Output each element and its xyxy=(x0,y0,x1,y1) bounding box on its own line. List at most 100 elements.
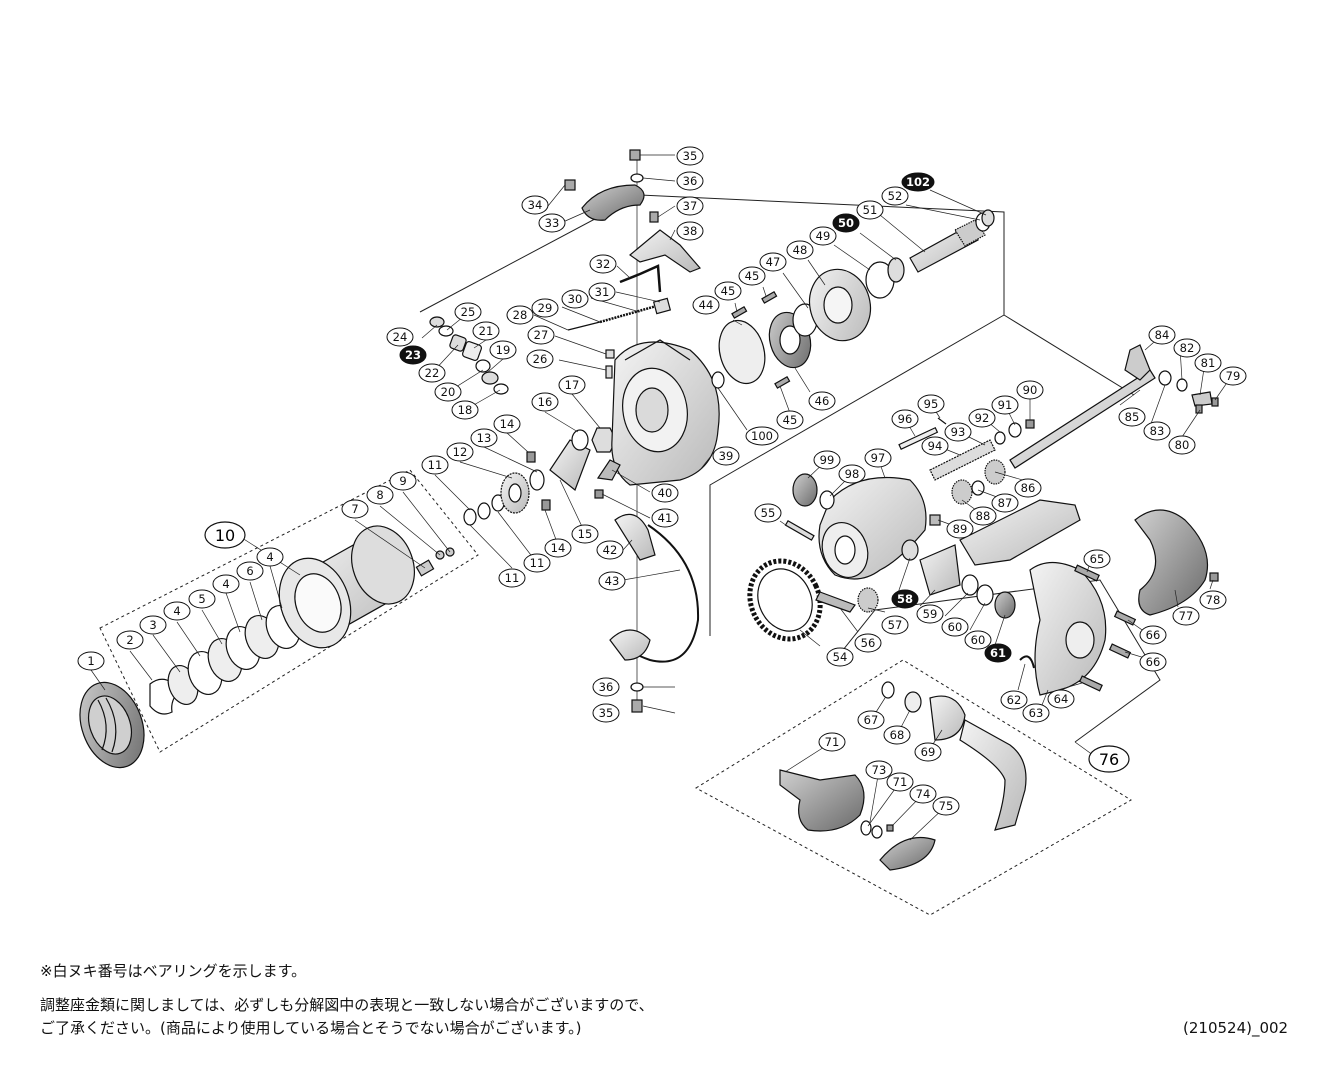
callout-label-73: 73 xyxy=(872,763,887,777)
callout-label-26: 26 xyxy=(533,352,548,366)
part-7-9-screws xyxy=(415,547,455,577)
callout-label-80: 80 xyxy=(1175,438,1190,452)
callout-43: 43 xyxy=(598,571,626,591)
callout-67: 67 xyxy=(857,710,885,730)
callout-73: 73 xyxy=(865,760,893,780)
callout-label-68: 68 xyxy=(890,728,905,742)
callout-label-17: 17 xyxy=(565,378,580,392)
callout-label-12: 12 xyxy=(453,445,468,459)
callout-11: 11 xyxy=(421,455,449,475)
callout-55: 55 xyxy=(754,503,782,523)
part-99-bearing xyxy=(792,473,818,507)
part-18-25-line-roller-stack xyxy=(429,316,509,395)
callout-label-62: 62 xyxy=(1007,693,1022,707)
callout-label-69: 69 xyxy=(921,745,936,759)
part-35-screw-bottom xyxy=(631,699,643,713)
callout-45: 45 xyxy=(776,410,804,430)
callout-label-78: 78 xyxy=(1206,593,1221,607)
callout-label-1: 1 xyxy=(87,654,94,668)
part-bail-arm-base xyxy=(609,629,651,661)
part-14b-screw xyxy=(541,499,551,511)
callout-68: 68 xyxy=(883,725,911,745)
callout-88: 88 xyxy=(969,506,997,526)
shim-note-line1: 調整座金類に関しましては、必ずしも分解図中の表現と一致しない場合がございますので… xyxy=(40,996,654,1014)
callout-label-39: 39 xyxy=(719,449,734,463)
part-55-pin xyxy=(784,519,815,541)
callout-label-74: 74 xyxy=(916,787,931,801)
callout-label-96: 96 xyxy=(898,412,913,426)
callout-78: 78 xyxy=(1199,590,1227,610)
shim-note-line2: ご了承ください。(商品により使用している場合とそうでない場合がございます。) xyxy=(40,1019,582,1037)
part-94-worm-shaft xyxy=(929,439,996,481)
callout-label-11: 11 xyxy=(428,458,443,472)
callout-1: 1 xyxy=(77,651,105,671)
callout-label-88: 88 xyxy=(976,509,991,523)
part-100-collar xyxy=(711,371,725,389)
callout-label-66: 66 xyxy=(1146,655,1161,669)
group-label-76: 76 xyxy=(1099,750,1119,769)
callout-label-82: 82 xyxy=(1180,341,1195,355)
callout-42: 42 xyxy=(596,540,624,560)
callout-4: 4 xyxy=(163,601,191,621)
callout-27: 27 xyxy=(527,325,555,345)
part-88-gear xyxy=(951,479,973,505)
callout-label-46: 46 xyxy=(815,394,830,408)
callout-label-34: 34 xyxy=(528,198,543,212)
callout-label-67: 67 xyxy=(864,713,879,727)
part-84-slider xyxy=(1124,344,1151,381)
part-83-washer xyxy=(1158,370,1172,386)
callout-32: 32 xyxy=(589,254,617,274)
callout-label-85: 85 xyxy=(1125,410,1140,424)
callout-15: 15 xyxy=(571,524,599,544)
callout-14: 14 xyxy=(493,414,521,434)
callout-81: 81 xyxy=(1194,353,1222,373)
part-71-washer xyxy=(860,820,872,836)
handle-assembly-box xyxy=(695,659,1132,916)
callout-100: 100 xyxy=(745,426,779,446)
callout-62: 62 xyxy=(1000,690,1028,710)
callout-label-22: 22 xyxy=(425,366,440,380)
callout-label-41: 41 xyxy=(658,511,673,525)
callout-58: 58 xyxy=(891,589,919,609)
callout-31: 31 xyxy=(588,282,616,302)
callout-label-50: 50 xyxy=(838,216,854,230)
callout-label-36: 36 xyxy=(599,680,614,694)
callout-28: 28 xyxy=(506,305,534,325)
callout-11: 11 xyxy=(523,553,551,573)
callout-label-94: 94 xyxy=(928,439,943,453)
callout-23: 23 xyxy=(399,345,427,365)
callout-label-25: 25 xyxy=(461,305,476,319)
callout-102: 102 xyxy=(901,172,935,192)
exploded-parts-diagram: 1234445678911111112131414151617181920212… xyxy=(77,146,1247,916)
callout-label-45: 45 xyxy=(783,413,798,427)
callout-label-102: 102 xyxy=(906,175,930,189)
callout-61: 61 xyxy=(984,643,1012,663)
reel-body-foot xyxy=(959,499,1081,566)
callout-label-8: 8 xyxy=(376,488,383,502)
part-59-shaft xyxy=(919,544,961,596)
callout-label-83: 83 xyxy=(1150,424,1165,438)
callout-47: 47 xyxy=(759,252,787,272)
callout-87: 87 xyxy=(991,493,1019,513)
callout-label-58: 58 xyxy=(897,592,913,606)
callout-45: 45 xyxy=(714,281,742,301)
callout-83: 83 xyxy=(1143,421,1171,441)
callout-74: 74 xyxy=(909,784,937,804)
callout-label-60: 60 xyxy=(971,633,986,647)
callout-label-35: 35 xyxy=(599,706,614,720)
callout-13: 13 xyxy=(470,428,498,448)
callout-label-95: 95 xyxy=(924,397,939,411)
part-95-pin xyxy=(937,417,947,425)
callout-label-97: 97 xyxy=(871,451,886,465)
part-81-bracket xyxy=(1191,391,1213,407)
part-92-washer xyxy=(994,431,1006,445)
callout-34: 34 xyxy=(521,195,549,215)
callout-label-9: 9 xyxy=(399,474,406,488)
part-64-screw xyxy=(1078,675,1103,692)
callout-9: 9 xyxy=(389,471,417,491)
callout-22: 22 xyxy=(418,363,446,383)
part-2-clip xyxy=(149,678,181,715)
part-75-handle-knob xyxy=(879,836,936,871)
callout-48: 48 xyxy=(786,240,814,260)
part-63-cover xyxy=(1029,561,1107,696)
